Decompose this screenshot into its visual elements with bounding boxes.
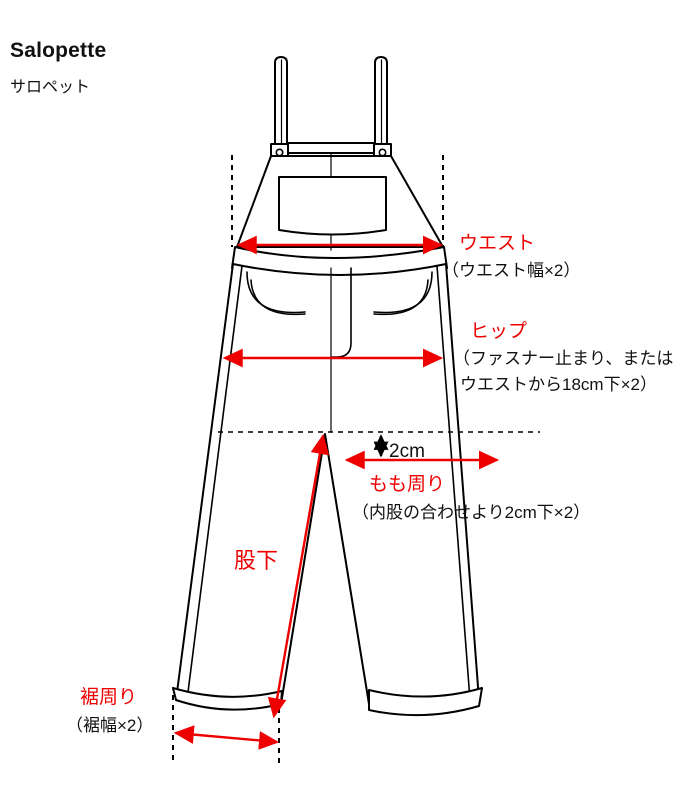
hem-note-line-1: （裾幅×2） xyxy=(66,716,153,735)
right-strap xyxy=(374,56,388,154)
garment-group xyxy=(172,56,483,717)
right-front-pocket xyxy=(373,271,433,316)
right-hem xyxy=(368,687,483,717)
hip-note-line-2: ウエストから18cm下×2） xyxy=(460,375,657,394)
inseam-label: 股下 xyxy=(234,548,278,573)
page-subtitle: サロペット xyxy=(10,79,91,96)
measure-labels: ウエスト （ウエスト幅×2） ヒップ （ファスナー止まり、または ウエストから1… xyxy=(66,233,673,735)
hip-label: ヒップ xyxy=(470,320,527,342)
hem-label: 裾周り xyxy=(80,686,137,708)
thigh-label: もも周り xyxy=(369,474,445,495)
side-seam-stitching xyxy=(186,265,471,701)
hem-arrow xyxy=(173,725,280,750)
page-title: Salopette xyxy=(10,39,107,62)
measure-arrows xyxy=(173,235,500,750)
bib-pocket xyxy=(278,176,387,236)
waist-label: ウエスト xyxy=(459,233,535,254)
thigh-note-line-1: （内股の合わせより2cm下×2） xyxy=(352,503,590,522)
inseam-arrow xyxy=(267,433,330,719)
waist-note-line-1: （ウエスト幅×2） xyxy=(442,261,580,280)
left-strap xyxy=(274,56,288,154)
thigh-offset-label: 2cm xyxy=(389,441,425,462)
left-front-pocket xyxy=(246,271,306,316)
hip-note-line-1: （ファスナー止まり、または xyxy=(453,349,673,368)
